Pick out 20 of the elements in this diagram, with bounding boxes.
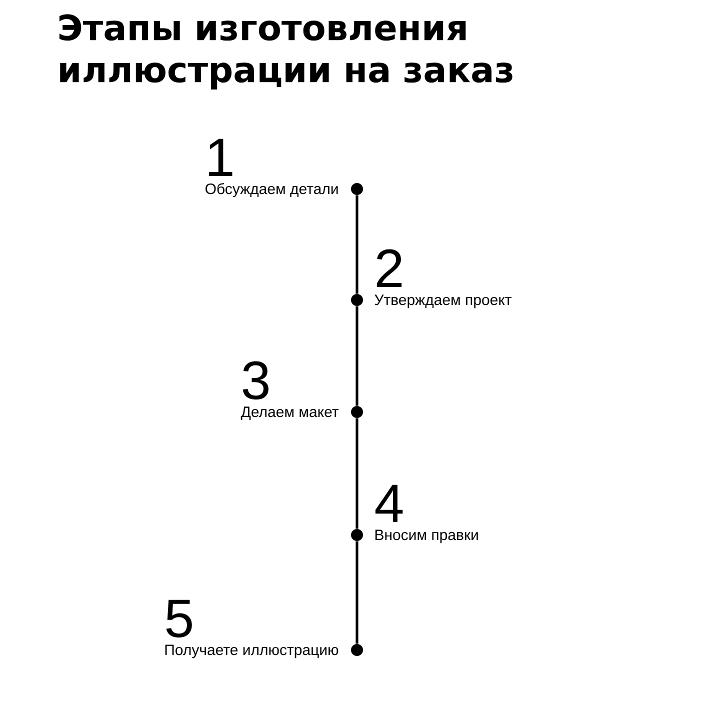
timeline-line: [356, 306, 358, 406]
timeline-line: [356, 418, 358, 529]
step-number: 5: [166, 600, 192, 638]
step-label: Делаем макет: [240, 406, 339, 420]
step-label: Утверждаем проект: [374, 294, 512, 308]
timeline-line: [356, 541, 358, 644]
step-number: 2: [376, 249, 402, 287]
step-number: 4: [375, 484, 403, 522]
timeline-dot: [351, 644, 363, 656]
timeline-line: [356, 195, 358, 294]
timeline-dot: [351, 406, 363, 418]
step-number: 3: [242, 361, 268, 400]
timeline-dot: [351, 529, 363, 541]
step-label: Обсуждаем детали: [206, 183, 338, 198]
timeline-dot: [351, 183, 363, 195]
step-number: 1: [208, 138, 232, 176]
title: Этапы изготовления иллюстрации на заказ: [59, 14, 512, 90]
step-label: Вносим правки: [375, 530, 478, 544]
step-label: Получаете иллюстрацию: [165, 644, 338, 658]
timeline-dot: [351, 294, 363, 306]
